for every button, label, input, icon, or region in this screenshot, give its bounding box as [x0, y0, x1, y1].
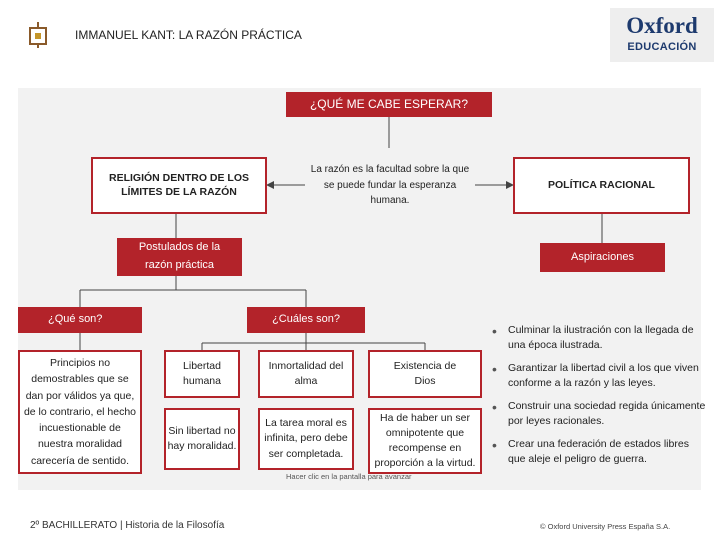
aspiracion-text: Construir una sociedad regida únicamente…	[508, 400, 706, 428]
main-question: ¿QUÉ ME CABE ESPERAR?	[286, 92, 492, 117]
list-item: • Construir una sociedad regida únicamen…	[492, 399, 708, 429]
postulados-box: Postulados de la razón práctica	[117, 238, 242, 276]
logo-text-bottom: EDUCACIÓN	[627, 41, 697, 53]
aspiracion-text: Culminar la ilustración con la llegada d…	[508, 324, 694, 352]
advance-hint[interactable]: Hacer clic en la pantalla para avanzar	[286, 472, 412, 481]
inmortalidad-box: Inmortalidad del alma	[258, 350, 354, 398]
aspiracion-text: Crear una federación de estados libres q…	[508, 438, 689, 466]
cuales-son-box: ¿Cuáles son?	[247, 307, 365, 333]
bullet-icon: •	[492, 361, 497, 377]
libertad-box: Libertad humana	[164, 350, 240, 398]
bullet-icon: •	[492, 399, 497, 415]
dios-box: Existencia de Dios	[368, 350, 482, 398]
bullet-icon: •	[492, 437, 497, 453]
dios-desc-box: Ha de haber un ser omnipotente que recom…	[368, 408, 482, 474]
list-item: • Garantizar la libertad civil a los que…	[492, 361, 708, 391]
aspiraciones-box: Aspiraciones	[540, 243, 665, 272]
list-item: • Crear una federación de estados libres…	[492, 437, 708, 467]
politica-box: POLÍTICA RACIONAL	[513, 157, 690, 214]
principios-box: Principios no demostrables que se dan po…	[18, 350, 142, 474]
logo-text-top: Oxford	[626, 13, 698, 38]
bullet-icon: •	[492, 323, 497, 339]
page-title: IMMANUEL KANT: LA RAZÓN PRÁCTICA	[75, 28, 302, 42]
footer-copyright: © Oxford University Press España S.A.	[540, 522, 671, 531]
aspiracion-text: Garantizar la libertad civil a los que v…	[508, 362, 699, 390]
oxford-logo: Oxford EDUCACIÓN	[610, 8, 714, 62]
libertad-desc-box: Sin libertad no hay moralidad.	[164, 408, 240, 470]
que-son-box: ¿Qué son?	[18, 307, 142, 333]
list-item: • Culminar la ilustración con la llegada…	[492, 323, 708, 353]
inmortalidad-desc-box: La tarea moral es infinita, pero debe se…	[258, 408, 354, 470]
book-icon	[28, 22, 48, 48]
razon-esperanza-text: La razón es la facultad sobre la que se …	[310, 164, 470, 207]
footer-course: 2º BACHILLERATO | Historia de la Filosof…	[30, 520, 225, 531]
religion-box: RELIGIÓN DENTRO DE LOS LÍMITES DE LA RAZ…	[91, 157, 267, 214]
